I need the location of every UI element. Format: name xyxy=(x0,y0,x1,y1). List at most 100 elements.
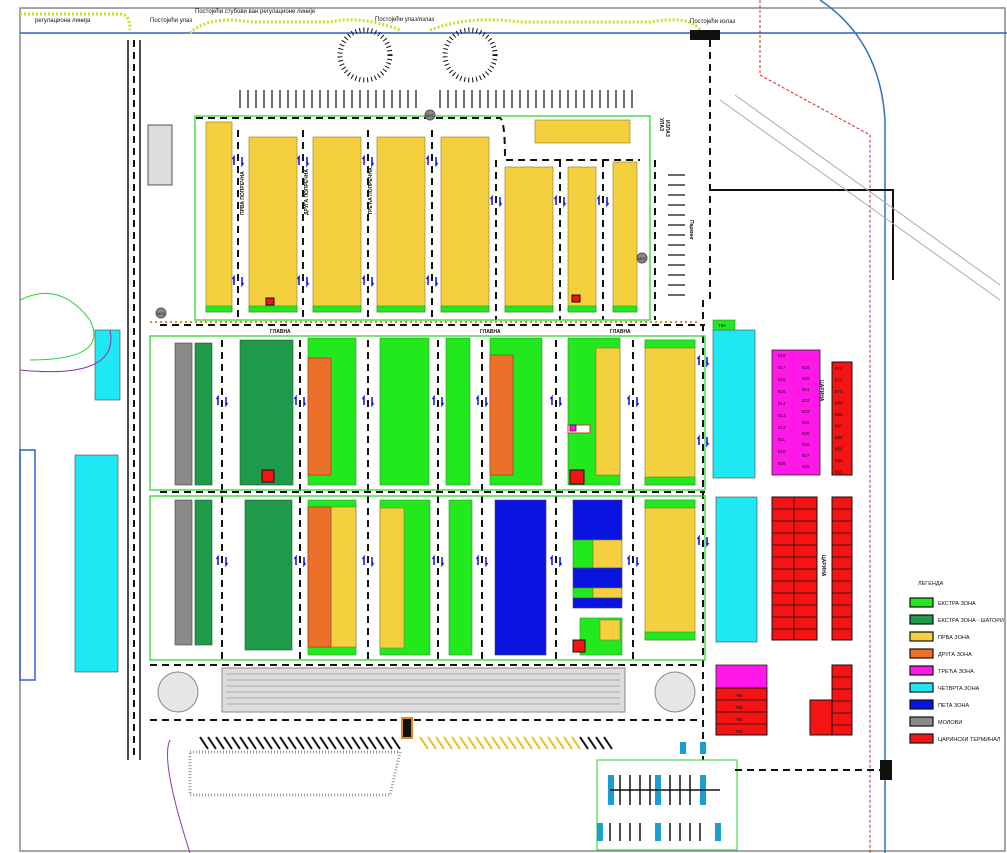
stall-number: 783 xyxy=(735,729,743,734)
legend-label: ЧЕТВРТА ЗОНА xyxy=(938,686,980,692)
parking-circle xyxy=(337,27,393,83)
stall-number: 868 xyxy=(835,412,843,417)
marker-m02: М02 xyxy=(636,252,648,264)
arrow-icon xyxy=(475,394,489,408)
arrow-icon xyxy=(215,394,229,408)
stall-number: 819 xyxy=(802,365,810,370)
legend-title: ЛЕГЕНДА xyxy=(918,581,944,587)
arrow-icon xyxy=(293,394,307,408)
label-exit: ИЗЛАЗ xyxy=(664,120,670,137)
stall-number: 818 xyxy=(778,353,786,358)
legend-swatch xyxy=(909,733,934,744)
stall-number: 821 xyxy=(802,387,810,392)
label-entrance: УЛАЗ xyxy=(658,118,664,131)
street-label-main: ГЛАВНА xyxy=(270,329,291,335)
arrow-icon xyxy=(696,354,710,368)
stall-number: 816 xyxy=(778,377,786,382)
stall-number: 813 xyxy=(778,413,786,418)
roundabout xyxy=(654,671,696,713)
west-building xyxy=(19,449,36,681)
label-existing-exit: Постојећи излаз xyxy=(690,19,735,25)
bus-stall-lines xyxy=(609,775,720,841)
arrow-icon xyxy=(231,154,245,168)
property-boundary xyxy=(759,0,871,853)
svg-text:М03: М03 xyxy=(157,311,166,316)
greenery-edge xyxy=(188,18,702,35)
street-label-first-cross: ПРВА ПОПРЕЧНА xyxy=(240,171,246,215)
stall-number: 870 xyxy=(835,389,843,394)
arrow-icon xyxy=(296,154,310,168)
stall-number: 823 xyxy=(802,409,810,414)
curb xyxy=(19,292,95,361)
arrow-icon xyxy=(361,394,375,408)
curb xyxy=(19,329,112,373)
stall-number: 827 xyxy=(802,453,810,458)
arrow-icon xyxy=(425,274,439,288)
stall-number: 864 xyxy=(835,458,843,463)
middle-row xyxy=(174,319,853,486)
roundabout xyxy=(157,671,199,713)
stall-number: 824 xyxy=(802,420,810,425)
legend-label: ЕКСТРА ЗОНА - ШАТОРИ xyxy=(938,618,1004,624)
svg-text:М01: М01 xyxy=(426,113,435,118)
parking-circle xyxy=(442,27,498,83)
greenery-edge xyxy=(20,12,132,31)
legend-swatch xyxy=(909,597,934,608)
arrow-icon xyxy=(475,554,489,568)
arrow-icon xyxy=(596,194,610,208)
fence-line xyxy=(710,189,894,280)
stall-dividers xyxy=(716,497,852,726)
bus-parking xyxy=(596,759,738,851)
stall-number: 822 xyxy=(802,398,810,403)
arrow-icon xyxy=(626,554,640,568)
label-existing-poles: Постојећи стубови ван регулационе линије xyxy=(195,9,316,15)
parking-lot xyxy=(188,750,402,797)
arrow-icon xyxy=(425,154,439,168)
arrow-icon xyxy=(553,194,567,208)
gate xyxy=(401,717,413,739)
mall-building xyxy=(221,667,626,713)
stall-number: 863 xyxy=(835,470,843,475)
arrow-icon xyxy=(231,274,245,288)
arrow-icon xyxy=(361,554,375,568)
legend-swatch xyxy=(909,631,934,642)
arrow-icon xyxy=(626,394,640,408)
marker-m03: М03 xyxy=(155,307,167,319)
stall-number: 809 xyxy=(778,461,786,466)
curb xyxy=(167,739,191,853)
label-parking: Паркинг xyxy=(688,220,694,240)
arrow-icon xyxy=(215,554,229,568)
west-cyan-stalls xyxy=(74,454,119,673)
diagonal-parking xyxy=(199,736,613,750)
marker-m01: М01 xyxy=(424,109,436,121)
stall-number: 871 xyxy=(835,378,843,383)
arrow-icon xyxy=(361,274,375,288)
path-line xyxy=(719,94,1001,301)
stall-number: 817 xyxy=(778,365,786,370)
north-ring xyxy=(196,117,640,161)
gate xyxy=(690,30,720,40)
legend-label: МОЛОВИ xyxy=(938,720,962,726)
arrow-icon xyxy=(296,274,310,288)
legend-swatch xyxy=(909,614,934,625)
label-existing-entrance: Постојећи улаз xyxy=(150,18,192,24)
legend-swatch xyxy=(909,682,934,693)
west-road-edge xyxy=(127,40,141,760)
stall-number: 872 xyxy=(835,366,843,371)
street-label-main: ГЛАВНА xyxy=(480,329,501,335)
arrow-icon xyxy=(431,554,445,568)
traffic-arrows xyxy=(215,154,710,568)
stall-number: 820 xyxy=(802,376,810,381)
stall-number: 869 xyxy=(835,401,843,406)
stall-number: 785 xyxy=(735,705,743,710)
drawing-frame xyxy=(19,7,1006,852)
label-existing-entrance-exit: Постојећи улаз/излаз xyxy=(375,17,435,23)
stall-number: 867 xyxy=(835,424,843,429)
stall-number: 786 xyxy=(735,693,743,698)
building xyxy=(147,124,173,186)
legend-label: ДРУГА ЗОНА xyxy=(938,652,972,658)
